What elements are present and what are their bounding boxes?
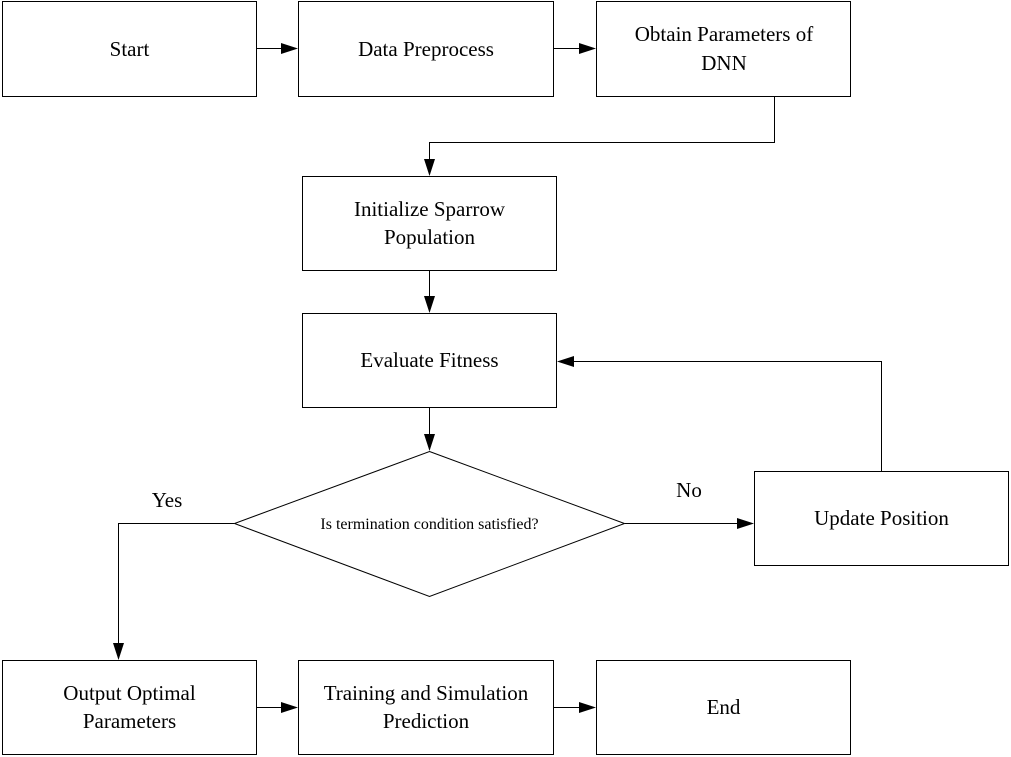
arrow-decision-to-update [625, 518, 754, 529]
arrow-update-to-evaluate [557, 356, 882, 471]
output-parameters-label-line1: Output Optimal [63, 681, 196, 705]
training-simulation-label-line2: Prediction [383, 709, 470, 733]
data-preprocess-label: Data Preprocess [358, 37, 494, 61]
update-position-label: Update Position [814, 506, 949, 530]
no-branch-label: No [676, 478, 702, 502]
arrow-start-to-preprocess [257, 43, 298, 54]
data-preprocess-node: Data Preprocess [298, 1, 554, 97]
obtain-parameters-label-line1: Obtain Parameters of [635, 22, 813, 46]
start-label: Start [110, 37, 150, 61]
output-parameters-node: Output Optimal Parameters [2, 660, 257, 755]
arrow-obtain-to-initialize [424, 97, 775, 176]
initialize-population-node: Initialize Sparrow Population [302, 176, 557, 271]
training-simulation-label-line1: Training and Simulation [324, 681, 529, 705]
evaluate-fitness-label: Evaluate Fitness [360, 348, 498, 372]
output-parameters-label-line2: Parameters [83, 709, 176, 733]
evaluate-fitness-node: Evaluate Fitness [302, 313, 557, 408]
start-node: Start [2, 1, 257, 97]
end-node: End [596, 660, 851, 755]
arrow-training-to-end [554, 702, 596, 713]
termination-decision-node: Is termination condition satisfied? [233, 450, 626, 598]
arrow-evaluate-to-decision [424, 408, 435, 451]
update-position-node: Update Position [754, 471, 1009, 566]
arrow-preprocess-to-obtain [554, 43, 596, 54]
end-label: End [707, 695, 741, 719]
initialize-population-label-line2: Population [384, 225, 476, 249]
training-simulation-node: Training and Simulation Prediction [298, 660, 554, 755]
obtain-parameters-label-line2: DNN [701, 51, 747, 75]
arrow-decision-to-output [113, 523, 234, 660]
arrow-output-to-training [257, 702, 298, 713]
termination-decision-label: Is termination condition satisfied? [320, 516, 538, 533]
initialize-population-label-line1: Initialize Sparrow [354, 197, 506, 221]
yes-branch-label: Yes [152, 488, 183, 512]
obtain-parameters-node: Obtain Parameters of DNN [596, 1, 851, 97]
arrow-initialize-to-evaluate [424, 271, 435, 313]
